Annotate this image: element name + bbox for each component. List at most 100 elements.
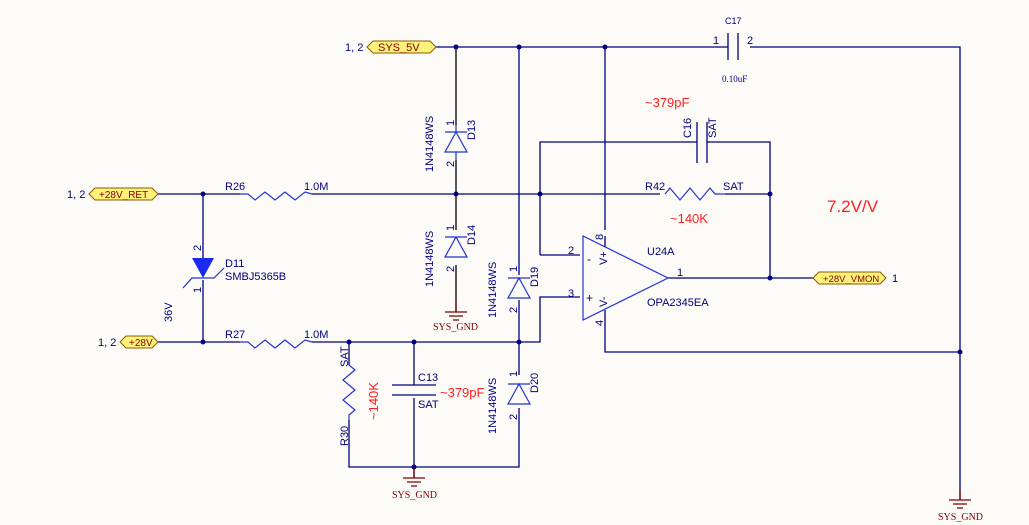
- ref-label: D11: [225, 258, 244, 270]
- resistor-zigzag: [664, 187, 725, 201]
- diode-symbol: [506, 276, 532, 299]
- port-sys5v[interactable]: 1, 2 SYS_5V: [345, 40, 437, 54]
- pin-label: 3: [568, 288, 574, 300]
- annotation-note: ~140K: [670, 211, 708, 226]
- port-prefix: 1, 2: [98, 337, 116, 349]
- resistor-r42[interactable]: R42 SAT ~140K: [645, 181, 744, 226]
- port-28v-ret[interactable]: 1, 2 +28V_RET: [67, 187, 159, 201]
- pin-label: 1: [713, 35, 719, 47]
- pin-label: 1: [445, 225, 457, 231]
- pin-label: 2: [508, 414, 520, 420]
- pin-label: 4: [594, 320, 606, 326]
- resistor-r30[interactable]: SAT R30 ~140K: [339, 346, 381, 446]
- junction: [200, 339, 206, 345]
- part-label: 1N4148WS: [487, 378, 499, 434]
- value-label: SAT: [723, 181, 744, 193]
- capacitor-c17[interactable]: C17 1 2 0.10uF: [713, 16, 753, 84]
- ref-label: D19: [529, 267, 541, 287]
- port-prefix: 1, 2: [345, 42, 363, 54]
- junction: [537, 191, 543, 197]
- capacitor-c16[interactable]: ~379pF C16 SAT: [645, 95, 719, 163]
- resistor-r27[interactable]: R27 1.0M: [225, 329, 328, 349]
- capacitor-plates: [696, 122, 708, 163]
- zener-bar: [182, 267, 225, 289]
- vminus-label: V-: [598, 296, 610, 307]
- diode-d14[interactable]: 1 2 D14 1N4148WS: [424, 225, 478, 287]
- pin-label: 2: [445, 161, 457, 167]
- resistor-zigzag: [240, 339, 313, 349]
- pin-label: 2: [747, 35, 753, 47]
- part-label: SMBJ5365B: [225, 271, 286, 283]
- ref-label: C16: [682, 118, 694, 138]
- junction: [516, 44, 522, 50]
- wire-vminus: [604, 322, 960, 353]
- junction: [516, 339, 522, 345]
- gain-annotation: 7.2V/V: [827, 197, 879, 216]
- part-label: OPA2345EA: [647, 297, 709, 309]
- ref-label: D13: [466, 120, 478, 140]
- port-name: +28V: [129, 338, 153, 349]
- value-label: SAT: [339, 346, 351, 367]
- ground-label: SYS_GND: [392, 490, 437, 501]
- ref-label: C17: [725, 16, 742, 26]
- pin-label: 8: [594, 234, 606, 240]
- ref-label: R30: [339, 426, 351, 446]
- part-label: 1N4148WS: [424, 116, 436, 172]
- value-label: SAT: [418, 399, 439, 411]
- diode-d20[interactable]: 1 2 D20 1N4148WS: [487, 371, 541, 434]
- diode-symbol: [443, 235, 469, 258]
- junction: [346, 339, 352, 345]
- wire-d20-loop: [348, 300, 520, 468]
- junction: [767, 191, 773, 197]
- port-name: +28V_VMON: [823, 274, 879, 285]
- diode-symbol: [443, 125, 469, 160]
- vplus-label: V+: [598, 251, 610, 265]
- port-flag: [119, 335, 159, 349]
- capacitor-plates: [392, 384, 436, 396]
- annotation-note: ~379pF: [440, 385, 485, 400]
- ground-icon: [949, 490, 971, 509]
- part-label: 1N4148WS: [424, 231, 436, 287]
- pin-label: 1: [192, 287, 204, 293]
- value-label: SAT: [707, 117, 719, 138]
- pin-label: 1: [508, 266, 520, 272]
- value-label: 1.0M: [304, 329, 328, 341]
- diode-symbol: [506, 382, 532, 405]
- value-label: 0.10uF: [722, 74, 747, 84]
- junction: [411, 339, 417, 345]
- junction: [200, 191, 206, 197]
- junction: [957, 349, 963, 355]
- port-flag: [812, 271, 887, 285]
- zener-diode-d11[interactable]: 2 1 D11 SMBJ5365B 36V: [163, 245, 286, 322]
- pin-label: 2: [508, 307, 520, 313]
- opamp-u24a[interactable]: 2 3 1 8 4 - + V+ V- U24A OPA2345EA: [568, 234, 709, 326]
- resistor-zigzag: [342, 364, 356, 420]
- part-label: 1N4148WS: [487, 262, 499, 318]
- diode-d19[interactable]: 1 2 D19 1N4148WS: [487, 262, 541, 318]
- port-flag: [88, 187, 159, 201]
- junctions: [200, 44, 963, 470]
- port-28v-vmon[interactable]: +28V_VMON 1: [812, 271, 898, 285]
- voltage-label: 36V: [163, 302, 175, 322]
- ground-symbol-c13: SYS_GND: [392, 467, 437, 501]
- resistor-r26[interactable]: R26 1.0M: [225, 181, 328, 201]
- port-name: SYS_5V: [378, 42, 420, 54]
- pin-label: 1: [677, 267, 683, 279]
- minus-sign: -: [587, 252, 591, 266]
- ground-icon: [403, 467, 425, 487]
- ground-label: SYS_GND: [433, 322, 478, 333]
- junction: [767, 275, 773, 281]
- ground-label: SYS_GND: [938, 512, 983, 523]
- wire-noninv-in: [519, 296, 580, 343]
- port-prefix: 1, 2: [67, 189, 85, 201]
- pin-label: 2: [192, 245, 204, 251]
- wire-sys5v-rail: [436, 46, 961, 500]
- port-28v[interactable]: 1, 2 +28V: [98, 335, 159, 349]
- value-label: 1.0M: [304, 181, 328, 193]
- junction: [602, 44, 608, 50]
- capacitor-c13[interactable]: C13 SAT ~379pF: [392, 372, 485, 411]
- ref-label: R42: [645, 181, 665, 193]
- diode-d13[interactable]: 1 2 D13 1N4148WS: [424, 116, 478, 172]
- ref-label: R26: [225, 181, 245, 193]
- junction: [453, 44, 459, 50]
